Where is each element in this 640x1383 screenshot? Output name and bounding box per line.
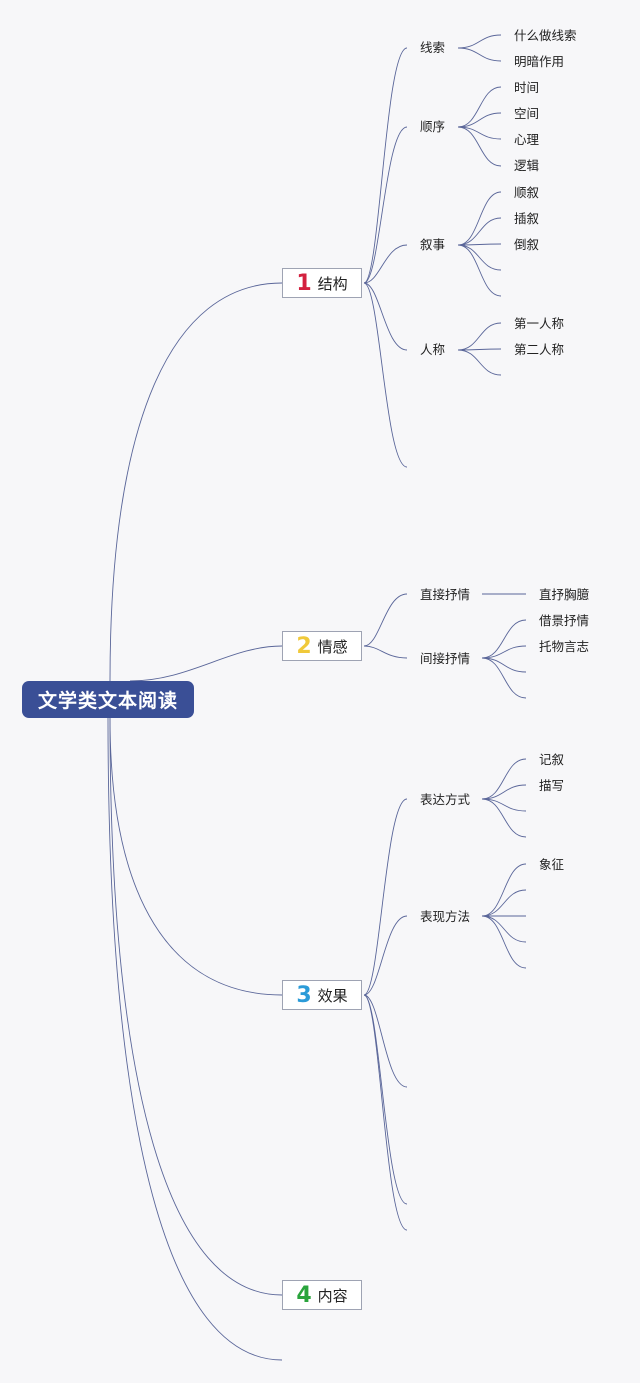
leaf-node[interactable]: 什么做线索 bbox=[514, 28, 577, 43]
leaf-node[interactable]: 倒叙 bbox=[514, 237, 540, 252]
connector-line bbox=[481, 915, 527, 943]
node-clue[interactable]: 线索 bbox=[420, 40, 446, 55]
connector-line bbox=[457, 244, 502, 271]
connector-line bbox=[457, 126, 502, 167]
branch-number: 4 bbox=[296, 1282, 312, 1308]
leaf-node[interactable]: 插叙 bbox=[514, 211, 540, 226]
leaf-node[interactable]: 借景抒情 bbox=[539, 613, 590, 628]
branch-label: 效果 bbox=[317, 986, 348, 1005]
connector-line bbox=[363, 645, 408, 659]
connector-line bbox=[481, 619, 527, 659]
connector-line bbox=[481, 889, 527, 917]
connector-line bbox=[109, 717, 283, 1296]
connector-line bbox=[457, 217, 502, 246]
connector-line bbox=[363, 798, 408, 996]
leaf-node[interactable]: 逻辑 bbox=[514, 158, 540, 173]
node-person[interactable]: 人称 bbox=[420, 342, 446, 357]
node-narration[interactable]: 叙事 bbox=[420, 237, 446, 252]
connector-line bbox=[481, 645, 527, 659]
leaf-node[interactable]: 空间 bbox=[514, 106, 540, 121]
connector-line bbox=[109, 282, 283, 682]
connector-line bbox=[363, 593, 408, 647]
branch-structure[interactable]: 1 结构 bbox=[282, 268, 362, 298]
connector-line bbox=[481, 657, 527, 699]
root-node[interactable]: 文学类文本阅读 bbox=[22, 681, 194, 718]
connector-line bbox=[107, 717, 283, 1361]
leaf-node[interactable]: 描写 bbox=[539, 778, 565, 793]
leaf-node[interactable]: 时间 bbox=[514, 80, 540, 95]
node-expression[interactable]: 表达方式 bbox=[420, 792, 471, 807]
leaf-node[interactable]: 直抒胸臆 bbox=[539, 587, 590, 602]
node-order[interactable]: 顺序 bbox=[420, 119, 446, 134]
connector-line bbox=[457, 191, 502, 246]
connector-line bbox=[129, 645, 283, 682]
branch-effect[interactable]: 3 效果 bbox=[282, 980, 362, 1010]
connector-line bbox=[363, 915, 408, 996]
connector-line bbox=[457, 34, 502, 49]
leaf-node[interactable]: 心理 bbox=[514, 132, 540, 147]
branch-content[interactable]: 4 内容 bbox=[282, 1280, 362, 1310]
branch-number: 2 bbox=[296, 633, 312, 659]
connector-line bbox=[481, 863, 527, 917]
node-direct-lyric[interactable]: 直接抒情 bbox=[420, 587, 471, 602]
leaf-node[interactable]: 顺叙 bbox=[514, 185, 540, 200]
connector-line bbox=[457, 348, 502, 351]
branch-number: 1 bbox=[296, 270, 312, 296]
connector-line bbox=[481, 758, 527, 800]
connector-line bbox=[457, 322, 502, 351]
connector-line bbox=[457, 47, 502, 62]
branch-number: 3 bbox=[296, 982, 312, 1008]
connector-line bbox=[363, 994, 408, 1088]
connector-line bbox=[363, 282, 408, 468]
connector-line bbox=[363, 244, 408, 284]
connector-line bbox=[457, 86, 502, 128]
connector-line bbox=[363, 282, 408, 351]
connector-line bbox=[481, 915, 527, 969]
branch-label: 情感 bbox=[317, 637, 348, 656]
connector-line bbox=[457, 243, 502, 246]
leaf-node[interactable]: 第一人称 bbox=[514, 316, 565, 331]
connector-line bbox=[363, 994, 408, 1205]
connector-line bbox=[363, 47, 408, 284]
connector-line bbox=[363, 126, 408, 284]
connector-line bbox=[109, 717, 283, 996]
leaf-node[interactable]: 第二人称 bbox=[514, 342, 565, 357]
connector-line bbox=[481, 657, 527, 673]
node-indirect-lyric[interactable]: 间接抒情 bbox=[420, 651, 471, 666]
branch-emotion[interactable]: 2 情感 bbox=[282, 631, 362, 661]
connector-line bbox=[457, 112, 502, 128]
connector-line bbox=[457, 349, 502, 376]
connector-line bbox=[481, 784, 527, 800]
leaf-node[interactable]: 记叙 bbox=[539, 752, 565, 767]
node-technique[interactable]: 表现方法 bbox=[420, 909, 471, 924]
connector-line bbox=[363, 994, 408, 1231]
branch-label: 内容 bbox=[317, 1286, 348, 1305]
connector-line bbox=[481, 798, 527, 838]
branch-label: 结构 bbox=[317, 274, 348, 293]
leaf-node[interactable]: 托物言志 bbox=[539, 639, 590, 654]
leaf-node[interactable]: 象征 bbox=[539, 857, 565, 872]
connector-line bbox=[457, 244, 502, 297]
leaf-node[interactable]: 明暗作用 bbox=[514, 54, 565, 69]
